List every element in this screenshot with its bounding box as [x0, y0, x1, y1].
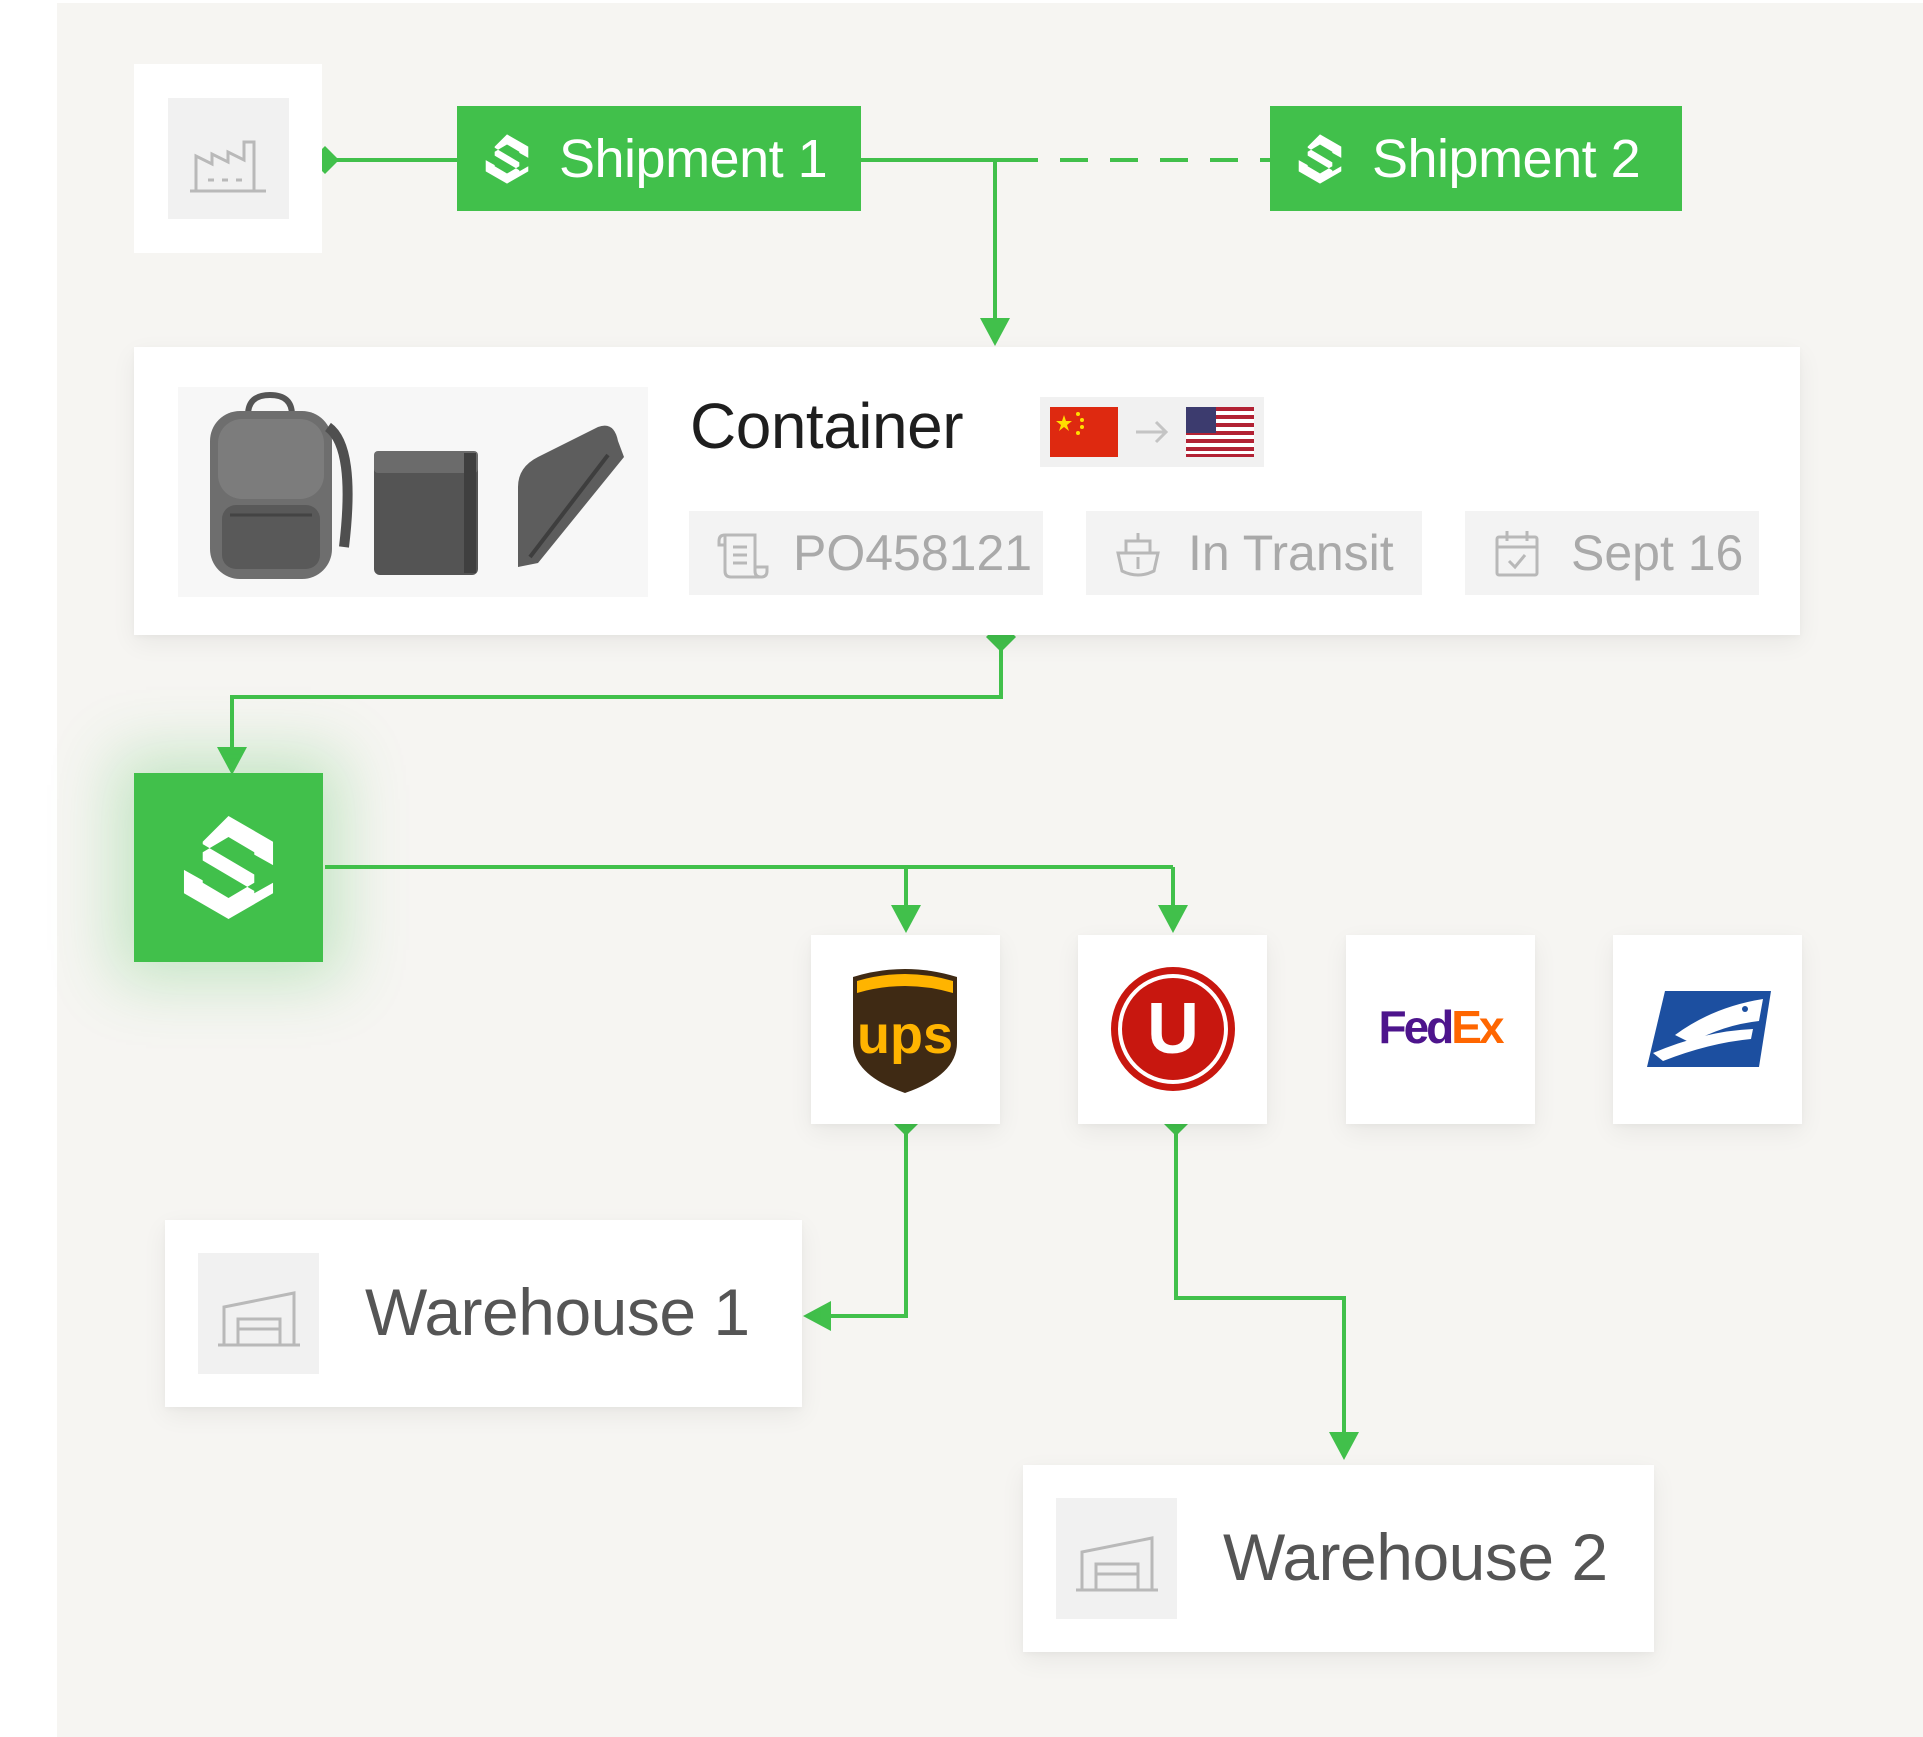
factory-icon-box: [168, 98, 289, 219]
products-illustration: [210, 391, 624, 579]
calendar-icon: [1495, 531, 1539, 577]
arrow-warehouse2: [1329, 1432, 1359, 1460]
shipment-1-label: Shipment 1: [559, 128, 828, 189]
shipment-logo-icon: [479, 131, 535, 187]
fedex-ex-text: Ex: [1451, 1001, 1505, 1053]
carrier-usps[interactable]: [1613, 935, 1802, 1124]
container-card[interactable]: Container: [134, 347, 1800, 635]
ups-logo-icon: ups: [853, 969, 957, 1093]
usps-eagle-icon: [1647, 991, 1771, 1067]
warehouse-2-label: Warehouse 2: [1223, 1520, 1608, 1594]
warehouse-icon-box: [198, 1253, 319, 1374]
po-number-label: PO458121: [793, 525, 1033, 581]
hub-logo-icon: [183, 815, 274, 920]
date-label: Sept 16: [1571, 525, 1744, 581]
connector-ups-warehouse1: [825, 1122, 908, 1318]
status-label: In Transit: [1188, 525, 1394, 581]
route-flags: [1040, 397, 1264, 467]
arrow-warehouse1: [803, 1301, 831, 1331]
svg-text:FedEx: FedEx: [1378, 1001, 1504, 1053]
shipment-2-label: Shipment 2: [1372, 128, 1641, 189]
fedex-fed-text: Fed: [1378, 1001, 1452, 1053]
warehouse-icon: [1076, 1536, 1158, 1592]
arrow-uniuni: [1158, 905, 1188, 933]
shipment-logo-icon: [1292, 131, 1348, 187]
arrow-hub: [217, 747, 247, 775]
hub-node[interactable]: [134, 773, 323, 962]
carrier-fedex[interactable]: FedEx: [1346, 935, 1535, 1124]
arrow-ups: [891, 905, 921, 933]
diagram-canvas: [57, 3, 1923, 1737]
warehouse-1-node[interactable]: Warehouse 1: [165, 1220, 802, 1407]
connector-container-hub: [230, 637, 1003, 755]
carrier-uniuni[interactable]: U: [1078, 935, 1267, 1124]
backpack-image: [210, 391, 353, 579]
product-images: [178, 387, 648, 597]
factory-node[interactable]: [134, 64, 322, 253]
warehouse-icon-box: [1056, 1498, 1177, 1619]
status-tag[interactable]: In Transit: [1086, 511, 1422, 595]
fedex-logo-icon: FedEx: [1378, 1001, 1507, 1053]
shipment-1-button[interactable]: Shipment 1: [457, 106, 861, 211]
cardholder-image: [518, 425, 624, 567]
usa-flag-icon: [1186, 407, 1254, 457]
arrow-container: [980, 318, 1010, 346]
date-tag[interactable]: Sept 16: [1465, 511, 1759, 595]
warehouse-2-node[interactable]: Warehouse 2: [1023, 1465, 1654, 1652]
uniuni-logo-icon: U: [1111, 967, 1235, 1091]
receipt-icon: [717, 533, 769, 579]
connector-uniuni-warehouse2: [1174, 1122, 1346, 1440]
container-title: Container: [690, 390, 964, 462]
ship-icon: [1116, 533, 1160, 577]
shipment-2-button[interactable]: Shipment 2: [1270, 106, 1682, 211]
wallet-image: [374, 451, 478, 575]
ups-logo-text: ups: [857, 1005, 953, 1065]
carrier-ups[interactable]: ups: [811, 935, 1000, 1124]
warehouse-icon: [218, 1291, 300, 1347]
china-flag-icon: [1050, 407, 1118, 457]
po-number-tag[interactable]: PO458121: [689, 511, 1043, 595]
factory-icon: [190, 140, 266, 193]
arrow-right-icon: [1136, 420, 1169, 444]
uniuni-logo-text: U: [1147, 989, 1199, 1069]
warehouse-1-label: Warehouse 1: [365, 1275, 750, 1349]
